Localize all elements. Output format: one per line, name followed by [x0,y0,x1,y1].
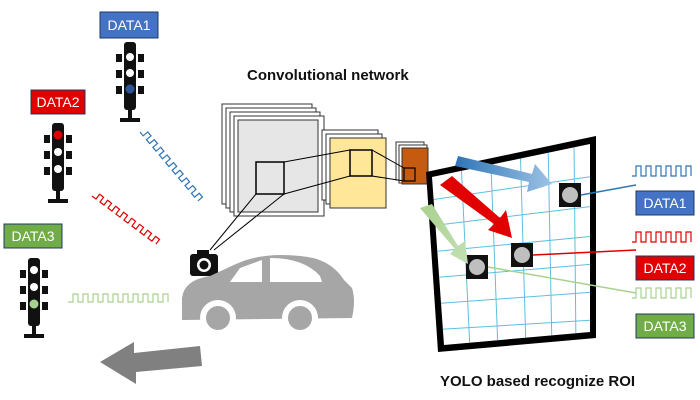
right-wave-green [632,287,692,299]
arrow-blue [455,156,552,192]
yolo-caption: YOLO based recognize ROI [440,373,635,390]
arrow-left-icon [100,342,202,384]
left-label-data3: DATA3 [3,223,63,249]
left-label-data1-text: DATA1 [107,17,150,33]
right-label-data2-text: DATA2 [643,260,686,276]
traffic-light-icon [28,258,40,326]
signal-wave-red [91,193,161,245]
left-label-data2-text: DATA2 [36,94,79,110]
right-label-data1-text: DATA1 [643,195,686,211]
traffic-light-icon [52,123,64,191]
cnn-layer-1 [221,103,325,217]
cnn-title: Convolutional network [247,67,409,84]
cnn-connectors [209,149,405,251]
arrow-red [440,176,512,238]
right-label-data3-text: DATA3 [643,318,686,334]
traffic-light-1 [116,42,144,122]
right-label-data2: DATA2 [635,255,695,281]
arrow-green [420,204,468,264]
left-label-data1: DATA1 [99,11,159,39]
left-label-data2: DATA2 [30,89,86,115]
right-label-data1: DATA1 [635,190,695,216]
right-wave-red [632,231,692,243]
traffic-light-2 [44,123,72,203]
camera-icon [190,250,218,276]
car-icon [182,255,354,336]
right-wave-blue [632,165,692,177]
signal-wave-blue [139,131,204,202]
cnn-layer-3 [395,141,429,185]
right-label-data3: DATA3 [635,313,695,339]
traffic-light-3 [20,258,48,338]
left-label-data3-text: DATA3 [11,228,54,244]
cnn-layer-2 [321,129,387,209]
signal-wave-green [68,293,169,303]
